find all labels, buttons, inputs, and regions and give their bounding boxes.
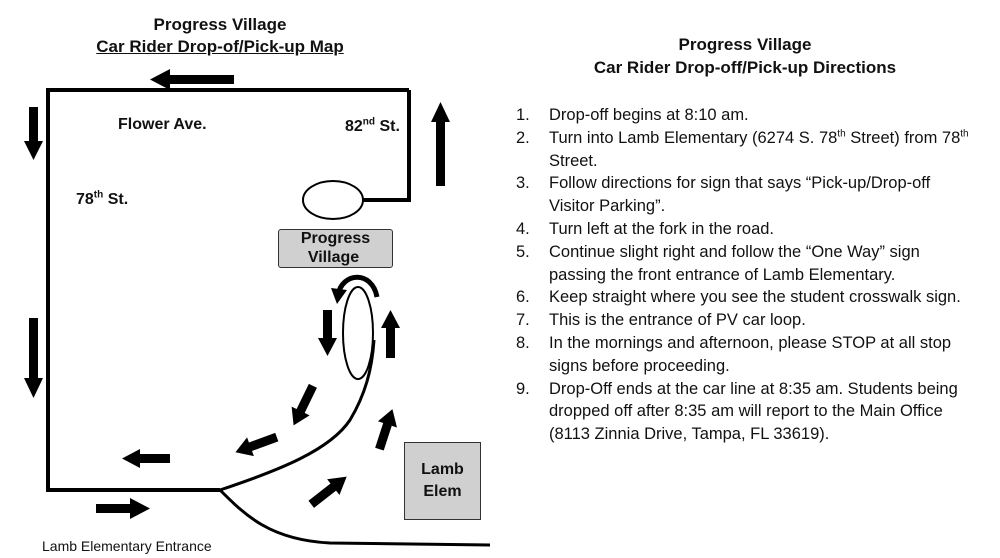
list-item: 7.This is the entrance of PV car loop.	[516, 311, 806, 330]
road-82nd-st	[362, 90, 411, 202]
78th-st-label: 78th St.	[76, 189, 129, 208]
car-loop-oval	[342, 286, 374, 380]
list-item: 4.Turn left at the fork in the road.	[516, 219, 775, 238]
arrow-up-icon	[431, 102, 450, 186]
map-subtitle: Car Rider Drop-of/Pick-up Map	[96, 37, 344, 56]
arrow-down-icon	[318, 310, 337, 356]
82nd-st-label: 82nd St.	[345, 116, 400, 135]
arrow-right-icon	[96, 498, 150, 519]
lamb-elem-box: Lamb Elem	[404, 442, 481, 520]
flower-ave-label: Flower Ave.	[118, 116, 207, 133]
list-item: 2.Turn into Lamb Elementary (6274 S. 78t…	[516, 128, 969, 170]
arrow-down-icon	[24, 107, 43, 160]
arrow-up-icon	[381, 310, 400, 358]
route-map	[24, 69, 491, 547]
directions-list: 1.Drop-off begins at 8:10 am. 2.Turn int…	[516, 104, 971, 446]
road-loop-connector	[219, 339, 376, 492]
map-title: Progress Village	[153, 15, 287, 34]
curved-arrow-icon	[331, 274, 380, 304]
progress-village-box: Progress Village	[278, 229, 393, 268]
list-item: 1.Drop-off begins at 8:10 am.	[516, 106, 749, 124]
arrow-diagonal-icon	[375, 409, 397, 451]
road-outline	[46, 88, 409, 492]
list-item: 8.In the mornings and afternoon, please …	[516, 333, 952, 375]
directions-title: Progress Village	[678, 35, 812, 54]
list-item: 6.Keep straight where you see the studen…	[516, 288, 961, 307]
arrow-left-icon	[150, 69, 234, 90]
upper-oval	[302, 180, 364, 220]
directions-subtitle: Car Rider Drop-off/Pick-up Directions	[593, 58, 897, 77]
list-item: 5.Continue slight right and follow the “…	[516, 242, 920, 284]
entrance-label: Lamb Elementary Entrance	[42, 538, 212, 554]
arrow-diagonal-icon	[235, 432, 279, 457]
list-item: 9.Drop-Off ends at the car line at 8:35 …	[516, 379, 958, 444]
arrow-diagonal-icon	[291, 383, 317, 426]
list-item: 3.Follow directions for sign that says “…	[516, 174, 931, 216]
road-entrance	[218, 488, 491, 547]
arrow-down-icon	[24, 318, 43, 398]
arrow-diagonal-icon	[308, 476, 347, 508]
arrow-left-icon	[122, 449, 170, 468]
